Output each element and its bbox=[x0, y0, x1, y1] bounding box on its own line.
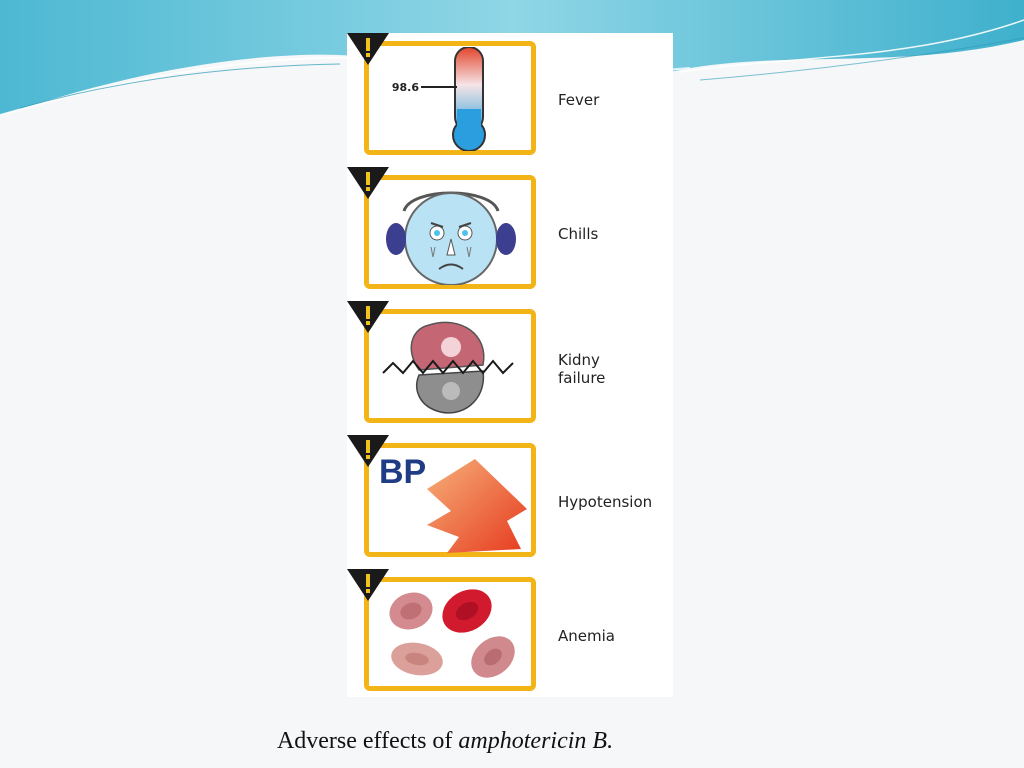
warning-icon bbox=[347, 301, 389, 333]
figure-caption: Adverse effects of amphotericin B. bbox=[0, 728, 890, 755]
effect-label-fever: Fever bbox=[558, 91, 600, 109]
panel-fever: 98.6 Fever bbox=[347, 33, 673, 161]
caption-drug-name: amphotericin B. bbox=[458, 728, 614, 754]
thermometer-icon: 98.6 bbox=[392, 47, 486, 151]
panel-kidney-failure: Kidny failure bbox=[347, 301, 673, 429]
effect-label-chills: Chills bbox=[558, 225, 599, 243]
kidney-icon bbox=[382, 321, 514, 414]
temperature-reading: 98.6 bbox=[392, 81, 419, 94]
red-blood-cells-icon bbox=[389, 589, 515, 678]
panel-frame bbox=[364, 577, 536, 691]
caption-text: Adverse effects of bbox=[276, 728, 459, 754]
cold-face-icon bbox=[386, 191, 516, 285]
panel-chills: Chills bbox=[347, 167, 673, 295]
warning-icon bbox=[347, 435, 389, 467]
panel-anemia: Anemia bbox=[347, 569, 673, 697]
warning-icon bbox=[347, 569, 389, 601]
warning-icon bbox=[347, 33, 389, 65]
effect-label-kidney-failure: Kidny failure bbox=[558, 351, 606, 387]
adverse-effects-figure: 98.6 Fever Chills bbox=[347, 33, 673, 697]
effect-label-anemia: Anemia bbox=[558, 627, 615, 645]
bp-down-arrow-icon: BP bbox=[379, 453, 527, 553]
effect-label-hypotension: Hypotension bbox=[558, 493, 653, 511]
bp-label: BP bbox=[379, 453, 426, 491]
panel-hypotension: BP Hypotension bbox=[347, 435, 673, 563]
warning-icon bbox=[347, 167, 389, 199]
panel-frame bbox=[364, 41, 536, 155]
